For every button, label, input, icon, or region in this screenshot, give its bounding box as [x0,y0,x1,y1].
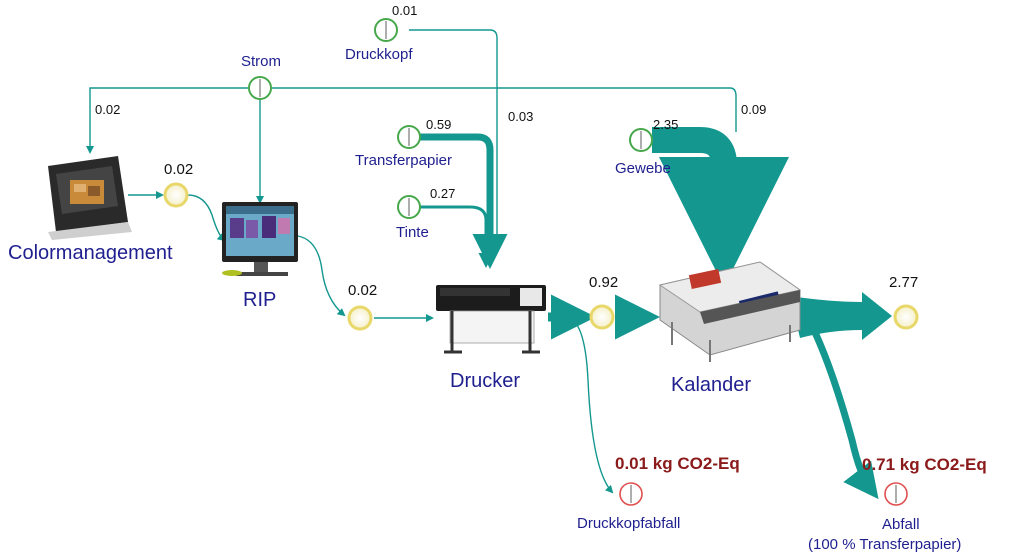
flow-transferpapier-to-drucker [420,133,508,269]
label-strom: Strom [241,53,282,70]
label-kalander: Kalander [671,374,752,396]
flow-tinte-to-drucker [420,205,494,268]
value-strom-to-colormanagement: 0.02 [95,102,121,117]
value-drucker-out: 0.92 [589,274,619,291]
node-rip-out [347,305,373,331]
value-strom-to-drucker: 0.03 [508,109,534,124]
node-gewebe [629,128,653,152]
flow-strom-to-colormanagement [86,87,248,154]
node-abfall [884,482,908,506]
node-strom [248,76,272,100]
node-druckkopf [374,18,398,42]
node-transferpapier [397,125,421,149]
node-drucker-out [589,304,615,330]
flow-gewebe-to-kalander [652,127,789,287]
label-druckkopfabfall: Druckkopfabfall [577,515,681,532]
label-tinte: Tinte [396,224,429,241]
kalander-machine-image [658,261,802,362]
emission-abfall: 0.71 kg CO2-Eq [862,455,987,474]
value-strom-to-kalander: 0.09 [741,102,767,117]
node-colormanagement-out [163,182,189,208]
label-colormanagement: Colormanagement [8,242,173,264]
flow-strom-main-line [272,87,737,132]
flow-kalander-to-abfall [804,316,879,500]
node-kalander-out [893,304,919,330]
flow-druckkopf-to-drucker [409,29,498,250]
value-druckkopf: 0.01 [392,3,418,18]
flow-drucker-to-druckkopfabfall [565,317,614,494]
drucker-printer-image [436,285,546,354]
flow-kalander-to-output [790,292,892,340]
emission-druckkopfabfall: 0.01 kg CO2-Eq [615,454,740,473]
value-rip-out: 0.02 [348,282,378,299]
rip-computer-image [222,202,298,276]
value-tinte: 0.27 [430,186,456,201]
value-transferpapier: 0.59 [426,117,452,132]
node-druckkopfabfall [619,482,643,506]
label-rip: RIP [243,289,277,311]
value-gewebe: 2.35 [653,117,679,132]
label-abfall-detail: (100 % Transferpapier) [808,536,962,553]
flow-rip-to-node [297,235,346,317]
flow-color-node-to-rip [187,194,226,242]
node-tinte [397,195,421,219]
colormanagement-device-image [48,156,132,240]
label-gewebe: Gewebe [615,160,671,177]
label-transferpapier: Transferpapier [355,152,452,169]
value-kalander-out: 2.77 [889,274,919,291]
label-druckkopf: Druckkopf [345,46,413,63]
label-abfall: Abfall [882,516,920,533]
value-colormanagement-out: 0.02 [164,161,194,178]
label-drucker: Drucker [450,370,521,392]
